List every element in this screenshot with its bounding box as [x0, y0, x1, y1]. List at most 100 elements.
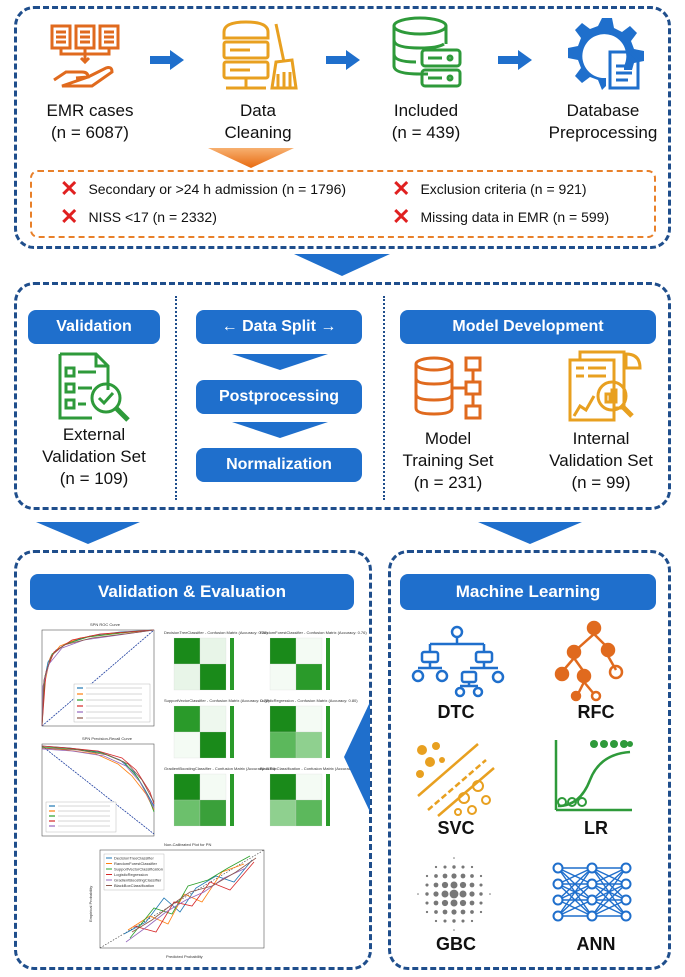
ann-edge: [591, 867, 627, 917]
legend-label: SupportVectorClassification: [114, 866, 163, 871]
step-label-line2: (n = 6087): [51, 123, 129, 142]
divider: [383, 296, 385, 500]
ann-node: [552, 878, 564, 890]
gbc-dot: [460, 873, 466, 879]
cm-title: RandomForestClassifier - Confusion Matri…: [260, 630, 367, 635]
middle-section: [14, 282, 671, 510]
calibration-plot: Non-Calibrated Plot for PN DecisionTreeC…: [88, 842, 265, 959]
roc-curve-plot: SPN ROC Curve: [41, 622, 155, 727]
exclusion-text: Missing data in EMR (n = 599): [420, 209, 610, 225]
model-label-lr: LR: [584, 818, 608, 838]
model-development-button: Model Development: [400, 310, 656, 344]
label-line: Training Set: [402, 451, 494, 470]
gbc-dot: [434, 874, 438, 878]
gbc-dot: [460, 909, 466, 915]
step-label-line2: Preprocessing: [548, 123, 658, 142]
gbc-dot: [425, 901, 429, 905]
postprocessing-button: Postprocessing: [196, 380, 362, 414]
database-preprocessing-label: Database Preprocessing: [540, 100, 666, 144]
data-cleaning-label: Data Cleaning: [198, 100, 318, 144]
validation-button: Validation: [28, 310, 160, 344]
ann-edge: [591, 867, 627, 885]
down-arrow-icon: [232, 354, 328, 370]
database-icon: [392, 16, 462, 88]
gbc-dot: [434, 919, 438, 923]
internal-validation-label: Internal Validation Set (n = 99): [536, 428, 666, 494]
document-hand-icon: [50, 24, 120, 88]
label-line: (n = 109): [59, 469, 129, 488]
ann-node: [620, 878, 632, 890]
gbc-dot: [451, 909, 457, 915]
calib-title: Non-Calibrated Plot for PN: [164, 842, 211, 847]
legend-label: LogisticRegression: [114, 872, 148, 877]
cm-cell: [199, 731, 227, 759]
pr-title: SPN Precision-Recall Curve: [82, 736, 133, 741]
ann-node: [552, 910, 564, 922]
gbc-dot: [433, 882, 439, 888]
cm-cell: [199, 663, 227, 691]
label-line: (n = 99): [571, 473, 631, 492]
left-arrow-icon: [344, 702, 370, 812]
gbc-dot: [461, 919, 465, 923]
down-arrow-icon: [294, 254, 390, 276]
database-flow-icon: [414, 356, 482, 420]
evaluation-section: [14, 550, 372, 970]
exclusion-text: Secondary or >24 h admission (n = 1796): [88, 181, 347, 197]
decision-tree-icon: [411, 625, 505, 698]
cm-colorbar: [230, 638, 234, 690]
cm-cell: [173, 705, 201, 733]
cm-colorbar: [326, 774, 330, 826]
arrow-right-icon: [326, 50, 360, 70]
label-line: (n = 231): [413, 473, 483, 492]
model-training-label: Model Training Set (n = 231): [390, 428, 506, 494]
exclusion-text: NISS <17 (n = 2332): [88, 209, 217, 225]
gbc-dot: [441, 899, 449, 907]
orange-down-arrow-icon: [208, 148, 294, 168]
gbc-dot: [470, 874, 474, 878]
ann-node: [586, 862, 598, 874]
machine-learning-section: [388, 550, 671, 970]
ann-edge: [557, 883, 593, 917]
label-line: Validation Set: [42, 447, 146, 466]
cm-cell: [295, 637, 323, 665]
gbc-dot: [417, 893, 419, 895]
data-split-button: ← Data Split →: [196, 310, 362, 344]
step-label-line1: EMR cases: [46, 101, 134, 120]
server-cleaning-icon: [222, 20, 298, 90]
gbc-dot: [434, 910, 438, 914]
ann-node: [586, 894, 598, 906]
model-label-dtc: DTC: [437, 702, 475, 722]
exclusion-item: ✕ NISS <17 (n = 2332): [60, 206, 217, 228]
down-arrow-icon: [232, 422, 328, 438]
gbc-dot: [449, 889, 459, 899]
cm-cell: [269, 799, 297, 827]
gbc-dot: [470, 910, 474, 914]
gbc-dot: [425, 874, 429, 878]
gbc-dot: [443, 865, 447, 869]
gbc-dot: [450, 899, 458, 907]
gbc-dot: [469, 900, 475, 906]
gbc-dot: [479, 874, 483, 878]
cm-cell: [295, 663, 323, 691]
gbc-dot: [459, 890, 467, 898]
cm-title: GradientBoostingClassifier - Confusion M…: [164, 766, 276, 771]
down-arrow-icon: [36, 522, 140, 544]
cm-cell: [199, 637, 227, 665]
validation-evaluation-button: Validation & Evaluation: [30, 574, 354, 610]
cm-cell: [269, 731, 297, 759]
cm-cell: [199, 799, 227, 827]
gbc-dot: [425, 883, 429, 887]
label-line: Validation Set: [549, 451, 653, 470]
cm-cell: [269, 663, 297, 691]
gbc-dot: [442, 873, 448, 879]
legend-label: GradientBoostingClassifier: [114, 877, 162, 882]
gbc-dot: [433, 900, 439, 906]
step-label-line1: Database: [566, 101, 640, 120]
step-label-line1: Data: [240, 101, 276, 120]
gbc-dot: [469, 891, 475, 897]
gbc-dot: [469, 882, 475, 888]
gbc-dot: [479, 901, 483, 905]
checklist-magnifier-icon: [58, 352, 130, 422]
confusion-matrix-svg: DecisionTreeClassifier - Confusion Matri…: [164, 630, 367, 827]
cm-cell: [173, 637, 201, 665]
